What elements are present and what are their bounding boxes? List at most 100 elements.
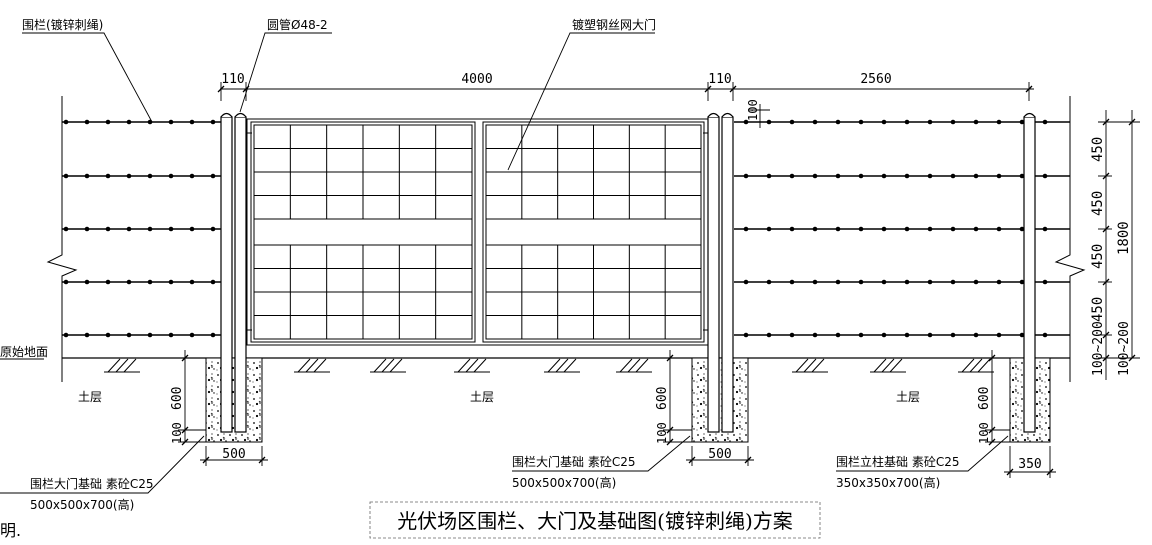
- barb: [927, 119, 933, 125]
- foundation-mid-label: 围栏大门基础 素砼C25: [512, 454, 635, 469]
- barb: [881, 226, 887, 232]
- barb: [858, 279, 864, 285]
- foundation-right-label: 围栏立柱基础 素砼C25: [836, 454, 959, 469]
- barb: [126, 119, 132, 125]
- barb: [84, 173, 90, 179]
- barb: [904, 173, 910, 179]
- dim-spacing-5: 100~200: [1091, 321, 1106, 376]
- dim-spacing-3: 450: [1090, 244, 1106, 269]
- barb: [63, 279, 69, 285]
- barb: [766, 173, 772, 179]
- barb: [881, 173, 887, 179]
- barb: [1019, 119, 1025, 125]
- label-round-pipe: 圆管Ø48-2: [267, 17, 328, 32]
- barb: [904, 332, 910, 338]
- break-line-right: [1054, 96, 1086, 382]
- foundation-right-dims: [985, 350, 1056, 478]
- barb: [835, 173, 841, 179]
- barb: [881, 332, 887, 338]
- label-gate-mesh: 镀塑钢丝网大门: [572, 17, 656, 32]
- barb: [904, 226, 910, 232]
- barb: [789, 119, 795, 125]
- barb: [835, 279, 841, 285]
- break-line-left: [46, 96, 78, 382]
- barb: [996, 119, 1002, 125]
- barb: [996, 332, 1002, 338]
- dim-bottom-gap: 100~200: [1117, 321, 1132, 376]
- barb: [189, 119, 195, 125]
- barb: [105, 279, 111, 285]
- dim-gate-width: 4000: [461, 72, 492, 87]
- foundation-mid: [691, 357, 749, 443]
- leaders-bottom: [0, 435, 1009, 494]
- barb: [210, 119, 216, 125]
- barb: [1042, 119, 1048, 125]
- foundation-left-base: 100: [170, 422, 184, 444]
- barb: [147, 173, 153, 179]
- gate-leaf-right[interactable]: [482, 121, 705, 343]
- barb: [927, 279, 933, 285]
- barb: [126, 173, 132, 179]
- barb: [996, 173, 1002, 179]
- barb: [210, 279, 216, 285]
- barb: [766, 226, 772, 232]
- foundation-right-width: 350: [1018, 457, 1041, 472]
- top-dimensions: [217, 82, 1034, 101]
- barb: [904, 119, 910, 125]
- barb: [63, 226, 69, 232]
- barb: [126, 279, 132, 285]
- barb: [105, 119, 111, 125]
- foundation-mid-depth: 600: [655, 387, 670, 410]
- foundation-left-depth: 600: [170, 387, 185, 410]
- gate-leaf-left[interactable]: [250, 121, 476, 343]
- foundation-left-size: 500x500x700(高): [30, 497, 134, 512]
- dim-gate-gap: [748, 104, 770, 128]
- foundation-mid-dims: [663, 350, 754, 466]
- barb: [973, 332, 979, 338]
- foundation-mid-size: 500x500x700(高): [512, 475, 616, 490]
- barb: [789, 226, 795, 232]
- barb: [168, 332, 174, 338]
- barb: [950, 332, 956, 338]
- barb: [835, 119, 841, 125]
- barb: [812, 173, 818, 179]
- barb: [210, 226, 216, 232]
- barb: [189, 332, 195, 338]
- foundation-left-label: 围栏大门基础 素砼C25: [30, 476, 153, 491]
- foundation-mid-width: 500: [708, 447, 731, 462]
- barb: [147, 226, 153, 232]
- barb: [1042, 173, 1048, 179]
- foundation-left-width: 500: [222, 447, 245, 462]
- barb: [84, 226, 90, 232]
- barb: [743, 173, 749, 179]
- barb: [927, 332, 933, 338]
- dim-spacing-4: 450: [1090, 297, 1106, 322]
- barb: [743, 119, 749, 125]
- drawing-title: 光伏场区围栏、大门及基础图(镀锌刺绳)方案: [397, 509, 793, 533]
- dim-gap-100: 100: [746, 99, 760, 121]
- barb: [126, 226, 132, 232]
- gate-frame: [246, 118, 709, 346]
- right-dimensions: [1098, 110, 1140, 380]
- dim-post-width-mid: 110: [708, 72, 731, 87]
- barb: [189, 279, 195, 285]
- barb: [1042, 279, 1048, 285]
- barb: [858, 173, 864, 179]
- barb: [1042, 332, 1048, 338]
- barb: [950, 279, 956, 285]
- barb: [812, 226, 818, 232]
- barb: [126, 332, 132, 338]
- barb: [973, 173, 979, 179]
- barb: [168, 173, 174, 179]
- leaf-outer-frame: [482, 121, 705, 343]
- barb: [189, 173, 195, 179]
- barb: [835, 332, 841, 338]
- barb: [766, 279, 772, 285]
- barb: [881, 279, 887, 285]
- gate-post-left: [220, 112, 247, 433]
- barb: [812, 119, 818, 125]
- barb: [881, 119, 887, 125]
- barb: [1019, 279, 1025, 285]
- leaders-top: [22, 32, 655, 171]
- barb: [996, 279, 1002, 285]
